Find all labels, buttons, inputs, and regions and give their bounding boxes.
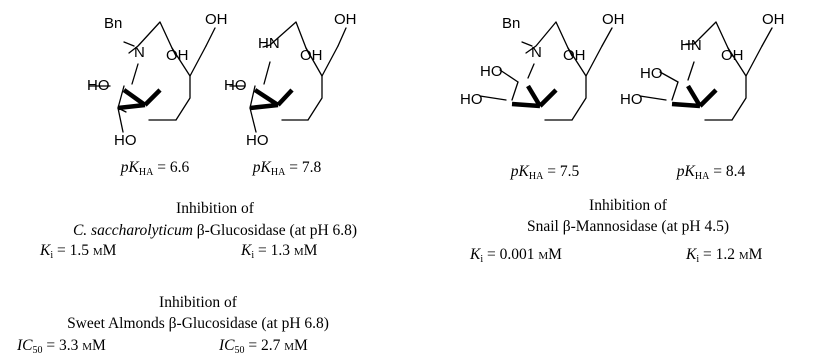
- ring-nitrogen-label: N: [134, 44, 145, 61]
- ring-nitrogen-label: HN: [680, 37, 702, 54]
- hydroxyl-label: HO: [87, 77, 110, 94]
- molecule-2: HN OH OH HO HO: [224, 11, 357, 149]
- assay-2-enzyme: Sweet Almonds β-Glucosidase (at pH 6.8): [67, 315, 329, 332]
- assay-3-heading: Inhibition of: [589, 197, 667, 214]
- molecule-3: Bn N OH OH HO HO: [460, 11, 625, 121]
- assay-1-value-1: Ki = 1.5 mM: [40, 242, 117, 261]
- hydroxyl-label: HO: [460, 91, 483, 108]
- hydroxyl-label: OH: [205, 11, 228, 28]
- assay-2-value-2: IC50 = 2.7 mM: [219, 337, 308, 356]
- hydroxyl-label: OH: [166, 47, 189, 64]
- pka-label-1: pKHA = 6.6: [120, 159, 190, 178]
- assay-3-value-2: Ki = 1.2 mM: [686, 246, 763, 265]
- assay-3-value-1: Ki = 0.001 mM: [470, 246, 562, 265]
- hydroxyl-label: OH: [762, 11, 785, 28]
- benzyl-label: Bn: [104, 15, 122, 32]
- hydroxyl-label: HO: [224, 77, 247, 94]
- hydroxyl-label: OH: [334, 11, 357, 28]
- assay-1-heading: Inhibition of: [176, 200, 254, 217]
- assay-3-enzyme: Snail β-Mannosidase (at pH 4.5): [526, 218, 730, 235]
- molecule-4: HN OH OH HO HO: [620, 11, 785, 121]
- pka-label-2: pKHA = 7.8: [252, 159, 322, 178]
- pka-label-3: pKHA = 7.5: [510, 163, 580, 182]
- molecule-1: Bn N OH OH HO HO: [87, 11, 228, 149]
- assay-2-heading: Inhibition of: [159, 294, 237, 311]
- hydroxyl-label: HO: [246, 132, 269, 149]
- assay-2-value-1: IC50 = 3.3 mM: [17, 337, 106, 356]
- pka-label-4: pKHA = 8.4: [676, 163, 746, 182]
- ring-nitrogen-label: N: [531, 44, 542, 61]
- hydroxyl-label: OH: [563, 47, 586, 64]
- assay-1-enzyme: C. saccharolyticum β-Glucosidase (at pH …: [72, 222, 358, 239]
- assay-1-value-2: Ki = 1.3 mM: [241, 242, 318, 261]
- benzyl-label: Bn: [502, 15, 520, 32]
- hydroxyl-label: OH: [721, 47, 744, 64]
- hydroxyl-label: HO: [114, 132, 137, 149]
- hydroxyl-label: OH: [300, 47, 323, 64]
- hydroxyl-label: HO: [620, 91, 643, 108]
- ring-nitrogen-label: HN: [258, 35, 280, 52]
- hydroxyl-label: OH: [602, 11, 625, 28]
- hydroxyl-label: HO: [480, 63, 503, 80]
- hydroxyl-label: HO: [640, 65, 663, 82]
